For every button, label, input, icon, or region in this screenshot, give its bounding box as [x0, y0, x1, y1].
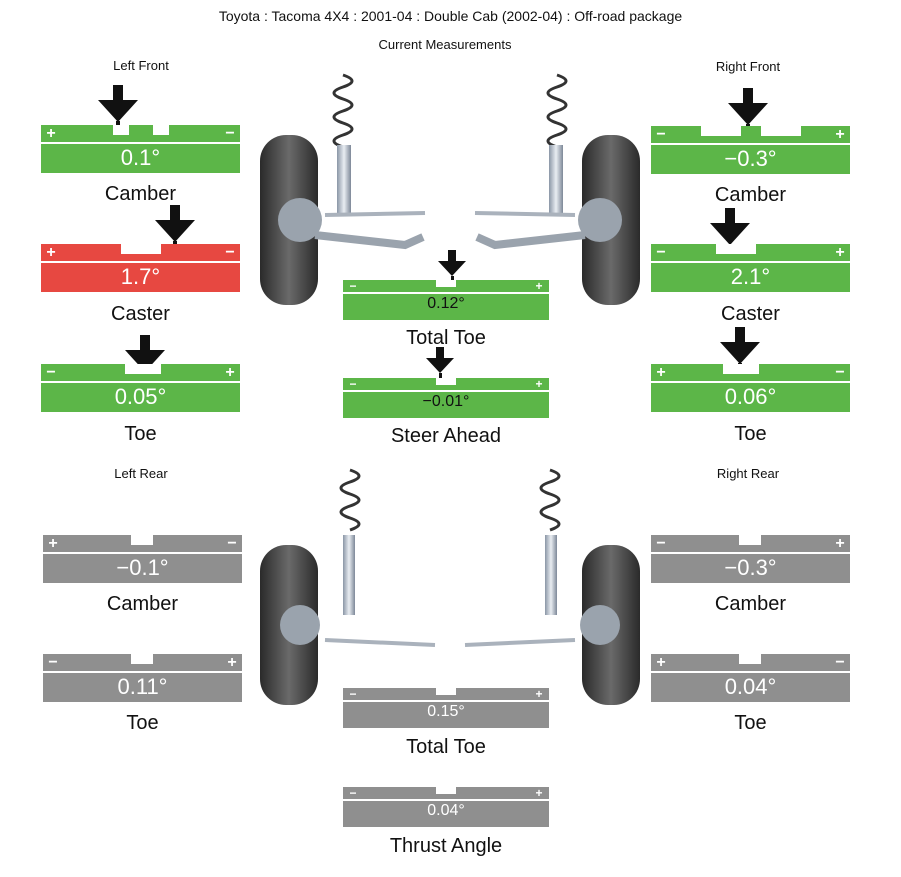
lf-toe-value: 0.05° — [41, 383, 240, 412]
lf-caster-value: 1.7° — [41, 263, 240, 292]
front-suspension-icon — [260, 73, 640, 305]
front-total-toe-label: Total Toe — [406, 327, 486, 349]
rear-total-toe-gauge: − + 0.15° — [343, 688, 549, 728]
right-rear-label: Right Rear — [716, 466, 780, 481]
rf-camber-value: −0.3° — [651, 145, 850, 174]
thrust-angle-value: 0.04° — [343, 801, 549, 827]
rear-total-toe-value: 0.15° — [343, 702, 549, 728]
right-front-label: Right Front — [715, 59, 781, 74]
steer-ahead-label: Steer Ahead — [390, 425, 502, 447]
rf-caster-label: Caster — [721, 303, 780, 325]
lf-camber-label: Camber — [104, 183, 177, 205]
lf-caster-label: Caster — [111, 303, 170, 325]
lr-toe-value: 0.11° — [43, 673, 242, 702]
lf-toe-gauge: − + 0.05° — [41, 364, 240, 412]
rr-toe-value: 0.04° — [651, 673, 850, 702]
thrust-angle-label: Thrust Angle — [389, 835, 503, 857]
rr-camber-gauge: − + −0.3° — [651, 535, 850, 583]
rf-camber-gauge: − + −0.3° — [651, 126, 850, 174]
left-rear-label: Left Rear — [114, 466, 168, 481]
page-subtitle: Current Measurements — [378, 37, 512, 52]
rf-caster-value: 2.1° — [651, 263, 850, 292]
front-total-toe-gauge: − + 0.12° — [343, 280, 549, 320]
rf-toe-value: 0.06° — [651, 383, 850, 412]
lf-toe-label: Toe — [124, 423, 157, 445]
rr-camber-value: −0.3° — [651, 554, 850, 583]
lf-camber-value: 0.1° — [41, 144, 240, 173]
lr-camber-gauge: + − −0.1° — [43, 535, 242, 583]
rf-toe-gauge: + − 0.06° — [651, 364, 850, 412]
rf-caster-gauge: − + 2.1° — [651, 244, 850, 292]
steer-ahead-value: −0.01° — [343, 392, 549, 418]
steer-ahead-gauge: − + −0.01° — [343, 378, 549, 418]
rr-toe-label: Toe — [734, 712, 767, 734]
thrust-angle-gauge: − + 0.04° — [343, 787, 549, 827]
rear-total-toe-label: Total Toe — [406, 736, 486, 758]
left-front-label: Left Front — [113, 58, 169, 73]
rr-toe-gauge: + − 0.04° — [651, 654, 850, 702]
lf-caster-gauge: + − 1.7° — [41, 244, 240, 292]
lr-toe-label: Toe — [126, 712, 159, 734]
lr-toe-gauge: − + 0.11° — [43, 654, 242, 702]
front-total-toe-value: 0.12° — [343, 294, 549, 320]
rf-toe-label: Toe — [734, 423, 767, 445]
lf-camber-gauge: + − 0.1° — [41, 125, 240, 173]
vehicle-title: Toyota : Tacoma 4X4 : 2001-04 : Double C… — [218, 8, 683, 24]
lr-camber-label: Camber — [106, 593, 179, 615]
rr-camber-label: Camber — [714, 593, 787, 615]
lr-camber-value: −0.1° — [43, 554, 242, 583]
rf-camber-label: Camber — [714, 184, 787, 206]
rear-suspension-icon — [260, 468, 640, 705]
